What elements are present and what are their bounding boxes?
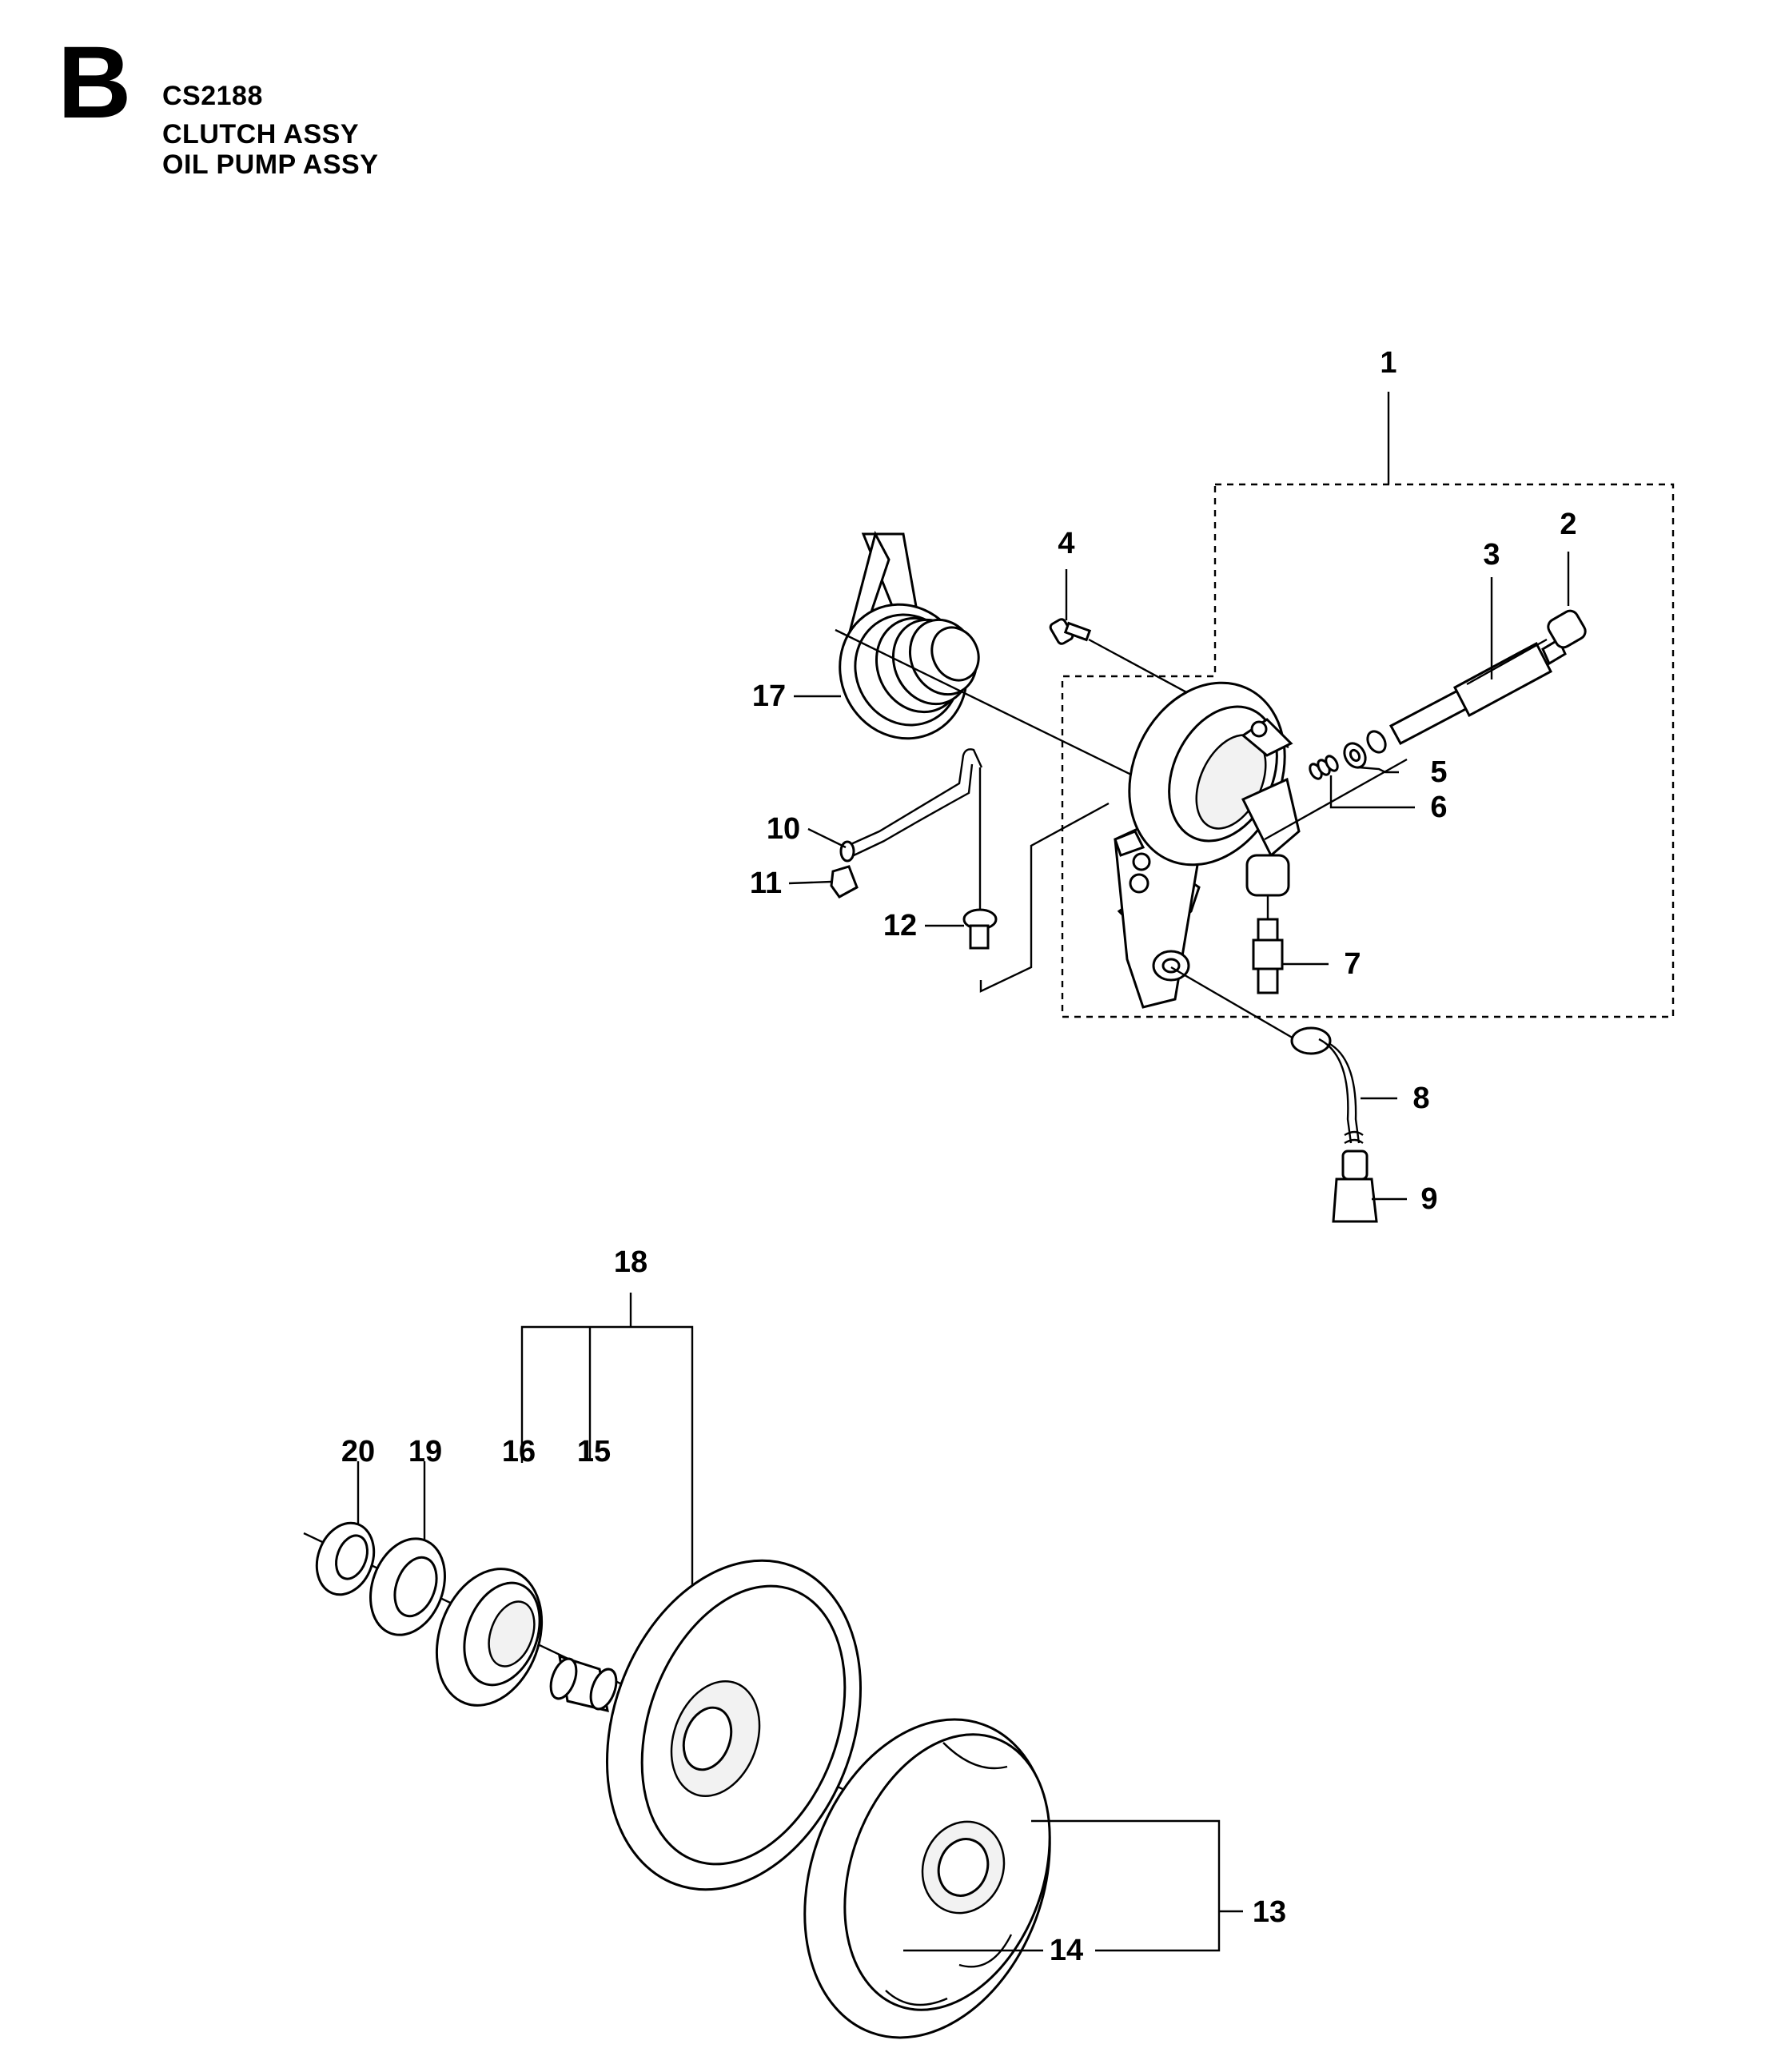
callout-8: 8: [1412, 1082, 1429, 1115]
worm-gear-part: [839, 530, 980, 740]
callout-19: 19: [408, 1435, 442, 1468]
adjusting-screw-part: [1252, 895, 1284, 994]
circlip-part: [315, 1461, 376, 1596]
callout-15: 15: [577, 1435, 611, 1468]
clutch-washer-part: [369, 1461, 446, 1636]
callout-14: 14: [1050, 1934, 1083, 1967]
callout-12: 12: [883, 909, 917, 942]
nipple-part: [962, 802, 1110, 993]
oil-pipe-part: [839, 748, 983, 910]
callout-13: 13: [1253, 1895, 1286, 1929]
callout-17: 17: [752, 679, 786, 713]
callout-6: 6: [1430, 791, 1447, 824]
callout-4: 4: [1058, 527, 1074, 560]
callout-1: 1: [1380, 346, 1396, 380]
callout-16: 16: [502, 1435, 536, 1468]
model-number: CS2188: [162, 81, 263, 111]
callout-5: 5: [1430, 755, 1447, 789]
callout-9: 9: [1420, 1182, 1437, 1216]
oil-filter-part: [1332, 1150, 1378, 1223]
callout-18: 18: [614, 1245, 647, 1279]
seal-part: [830, 865, 859, 899]
section-letter: B: [58, 26, 132, 140]
callout-2: 2: [1560, 508, 1576, 541]
spring-part: [1309, 755, 1339, 780]
title-clutch-assy: CLUTCH ASSY: [162, 119, 360, 149]
oil-hose-part: [1170, 966, 1364, 1145]
callout-10: 10: [767, 812, 800, 846]
callout-7: 7: [1344, 947, 1361, 981]
clutch-shoes-part: [803, 1718, 1051, 2039]
rim-sprocket-part: [435, 1568, 544, 1707]
washer-part: [1343, 730, 1387, 769]
needle-bearing-part: [549, 1654, 618, 1713]
clutch-group-frame: [520, 1293, 694, 1600]
callout-11: 11: [750, 867, 782, 900]
oil-pump-group-frame: [1061, 392, 1675, 1018]
pump-plunger-part: [1389, 609, 1587, 746]
callout-20: 20: [341, 1435, 375, 1468]
lower-leader-lines: [903, 1819, 1243, 1952]
title-oil-pump-assy: OIL PUMP ASSY: [162, 149, 379, 180]
oil-pump-housing-part: [1114, 681, 1301, 1009]
clutch-drum-part: [605, 1559, 863, 1891]
upper-leader-lines: [788, 552, 1570, 1201]
callout-3: 3: [1483, 538, 1500, 572]
